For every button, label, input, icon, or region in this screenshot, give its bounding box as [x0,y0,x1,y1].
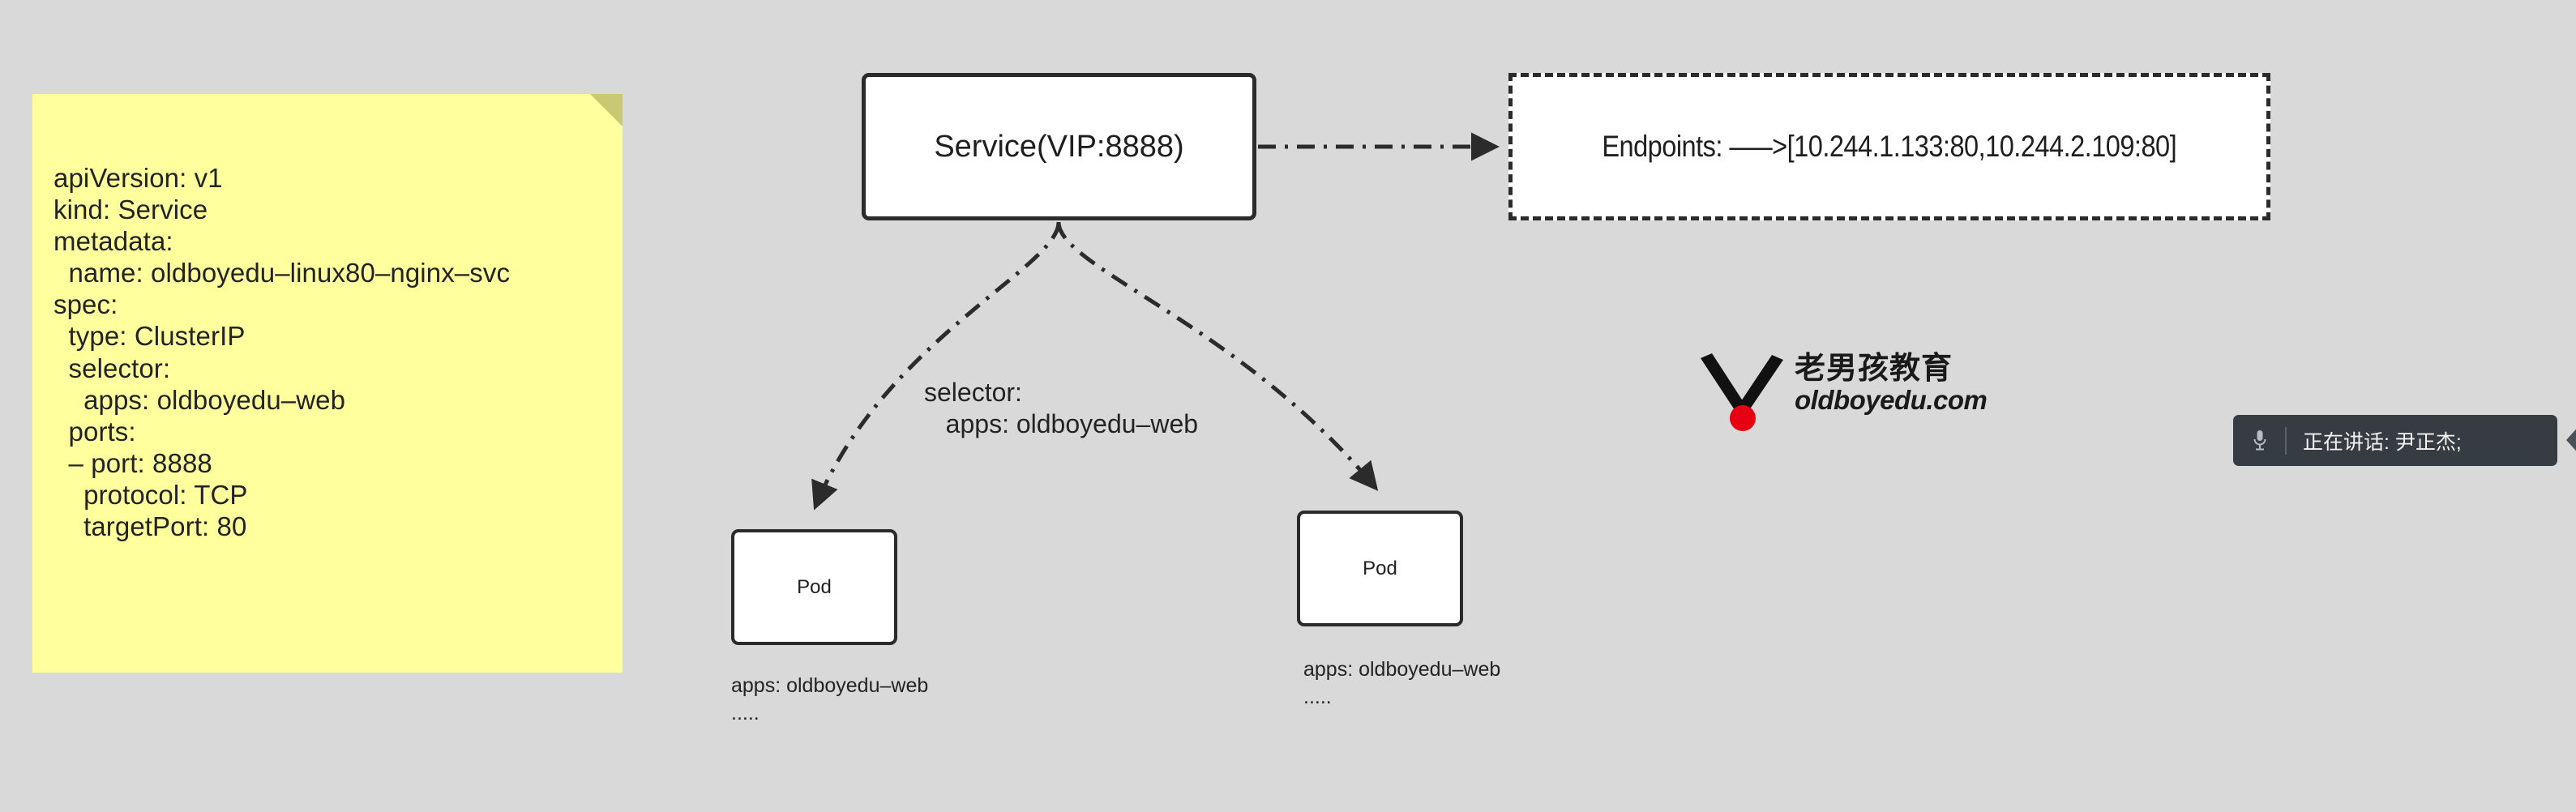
pod-right-caption: apps: oldboyedu–web ..... [1303,658,1501,708]
note-folded-corner [590,94,623,126]
service-node[interactable]: Service(VIP:8888) [862,73,1256,220]
logo-text-block: 老男孩教育 oldboyedu.com [1795,352,1988,415]
pod-node-right[interactable]: Pod [1297,511,1463,626]
connector-service-to-pod-left [811,221,1061,511]
logo-en-text: oldboyedu.com [1795,384,1988,415]
service-node-label: Service(VIP:8888) [934,129,1184,164]
pod-node-right-label: Pod [1363,557,1397,579]
endpoints-node-label: Endpoints: –––>[10.244.1.133:80,10.244.2… [1602,130,2177,163]
pod-node-left-label: Pod [797,575,832,598]
pod-left-caption: apps: oldboyedu–web ..... [731,674,929,724]
badge-divider [2285,426,2287,455]
service-manifest-yaml-text: apiVersion: v1 kind: Service metadata: n… [53,163,511,542]
logo-v-mark-icon [1701,353,1783,431]
speaker-panel-collapse-handle-icon[interactable] [2560,421,2576,459]
logo-cn-text: 老男孩教育 [1795,352,1953,386]
selector-annotation: selector: apps: oldboyedu–web [924,378,1199,439]
oldboyedu-watermark-logo: 老男孩教育 oldboyedu.com [1699,352,1988,441]
active-speaker-text: 正在讲话: 尹正杰; [2303,430,2462,454]
pod-node-left[interactable]: Pod [731,529,897,645]
endpoints-node[interactable]: Endpoints: –––>[10.244.1.133:80,10.244.2… [1508,73,2270,220]
service-manifest-sticky-note: apiVersion: v1 kind: Service metadata: n… [32,94,623,673]
connector-service-to-pod-right [1056,221,1379,491]
active-speaker-badge[interactable]: 正在讲话: 尹正杰; [2233,415,2557,466]
microphone-icon [2244,429,2275,453]
